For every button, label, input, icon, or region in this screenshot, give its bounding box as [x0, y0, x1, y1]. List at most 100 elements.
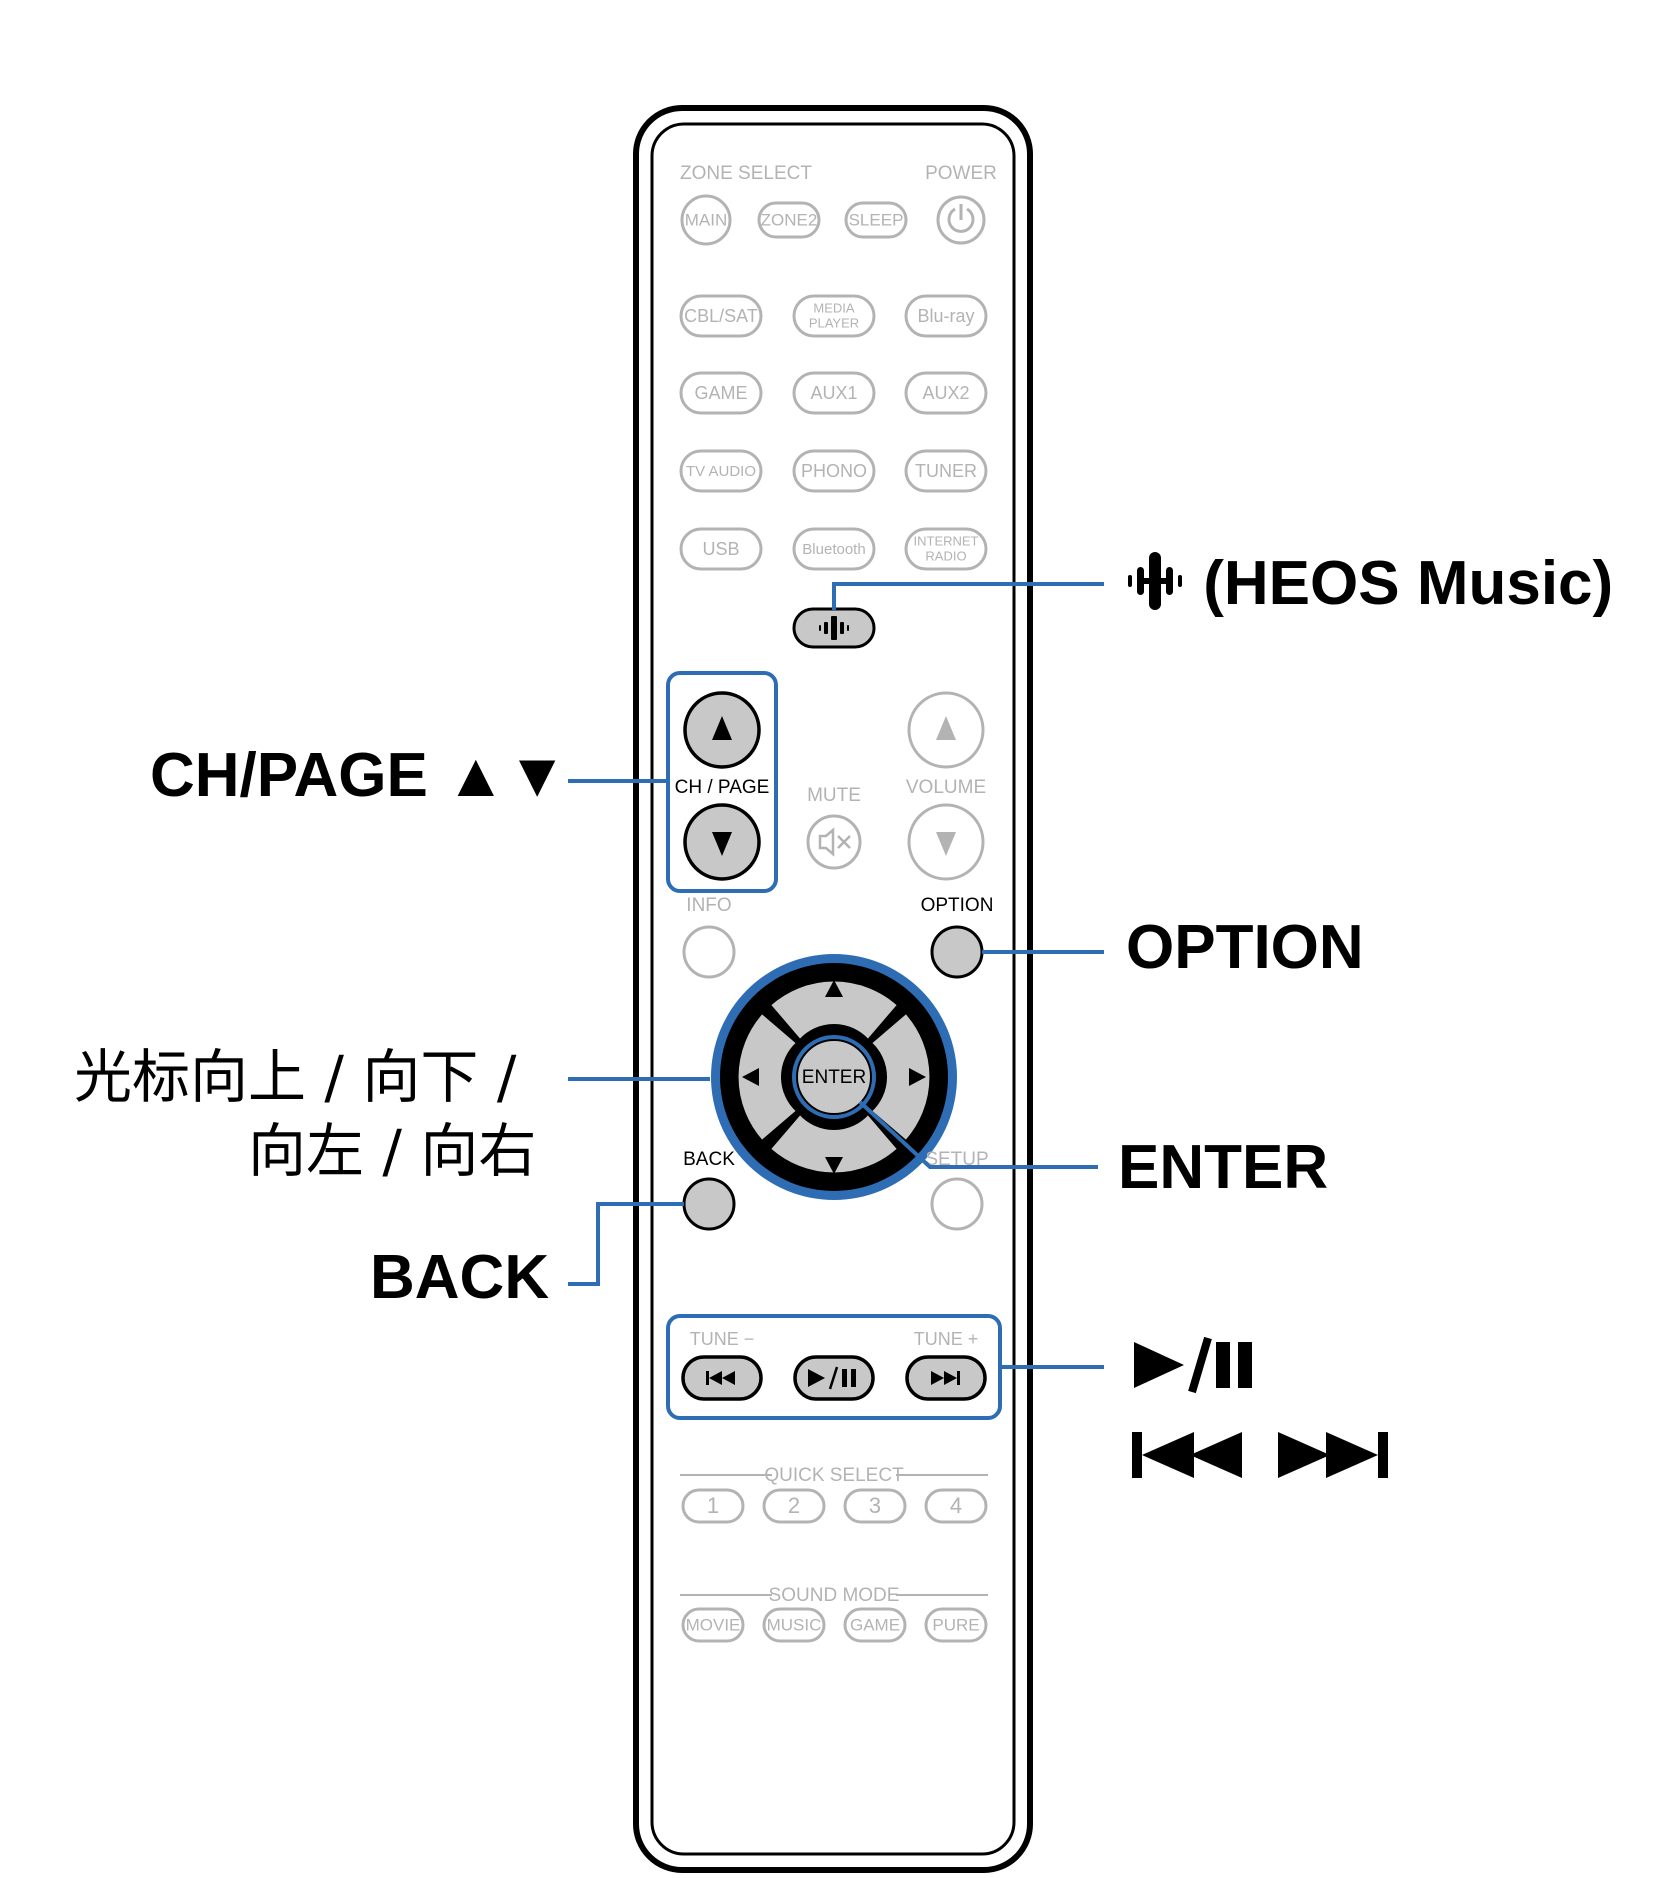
ch-page-up-icon [712, 716, 732, 740]
play-icon [808, 1369, 825, 1387]
source-button-label-bottom: PLAYER [809, 315, 859, 330]
heos-callout-icon [1124, 550, 1186, 612]
source-button[interactable] [792, 449, 876, 493]
enter-leader [858, 1100, 1098, 1169]
previous-icon [709, 1371, 722, 1385]
remote-body-inner [650, 122, 1016, 1856]
tune-plus-label: TUNE + [914, 1329, 979, 1349]
skip-callout: ◀◀ ▶▶ [1130, 1420, 1410, 1490]
quick-select-button-label: 1 [707, 1493, 719, 1518]
mute-x-icon [837, 835, 851, 849]
info-label: INFO [686, 895, 731, 916]
quick-select-button[interactable] [843, 1488, 907, 1524]
enter-button[interactable] [796, 1039, 872, 1115]
play-pause-callout: ▶/❚❚ [1130, 1330, 1270, 1400]
cursor-left-icon [742, 1068, 759, 1086]
zone-main-button[interactable] [680, 194, 732, 246]
info-button[interactable] [682, 925, 736, 979]
setup-label: SETUP [925, 1149, 988, 1170]
power-icon [947, 207, 975, 233]
power-label: POWER [925, 163, 997, 184]
setup-button[interactable] [930, 1177, 984, 1231]
back-callout: BACK [370, 1243, 550, 1312]
source-button[interactable] [904, 449, 988, 493]
source-button[interactable] [679, 527, 763, 571]
sound-mode-button[interactable] [681, 1607, 745, 1643]
quick-select-button[interactable] [681, 1488, 745, 1524]
quick-select-button[interactable] [924, 1488, 988, 1524]
zone-button-sleep[interactable] [844, 201, 908, 239]
source-button-label: AUX2 [922, 383, 969, 403]
pause-icon-bar-2 [851, 1369, 856, 1387]
source-button[interactable] [792, 527, 876, 571]
enter-label: ENTER [802, 1067, 866, 1088]
next-icon [931, 1371, 944, 1385]
source-button[interactable] [679, 371, 763, 415]
cursor-up-icon [825, 980, 843, 997]
zone-button-label: ZONE2 [761, 210, 818, 229]
sound-mode-button[interactable] [762, 1607, 826, 1643]
sound-mode-button-label: GAME [850, 1615, 900, 1634]
cursor-down-icon [825, 1157, 843, 1174]
source-button-label: AUX1 [810, 383, 857, 403]
cursor-right-icon [909, 1068, 926, 1086]
source-button[interactable] [679, 294, 763, 338]
tune-minus-label: TUNE − [690, 1329, 755, 1349]
source-button[interactable] [904, 371, 988, 415]
zone-button-label: SLEEP [849, 210, 904, 229]
next-icon-bar [957, 1371, 960, 1385]
zone-select-label: ZONE SELECT [680, 163, 812, 184]
sound-mode-button-label: MUSIC [767, 1615, 822, 1634]
source-button[interactable] [904, 294, 988, 338]
enter-callout: ENTER [1118, 1133, 1329, 1202]
back-leader [568, 1202, 684, 1286]
cursor-up-button[interactable] [768, 979, 900, 1042]
option-button[interactable] [930, 925, 984, 979]
source-button-label: Blu-ray [917, 306, 974, 326]
ch-page-callout: CH/PAGE ▲▼ [150, 741, 568, 810]
source-button[interactable] [679, 449, 763, 493]
cursor-left-button[interactable] [736, 1011, 799, 1143]
quick-select-button-label: 4 [950, 1493, 962, 1518]
callout-leader-lines [568, 582, 1104, 1369]
heos-icon [819, 616, 849, 640]
ch-page-label: CH / PAGE [675, 777, 770, 798]
play-pause-slash-icon [828, 1366, 839, 1390]
source-button-label: Bluetooth [802, 541, 865, 558]
heos-icon-bar [847, 625, 849, 631]
cursor-callout-line2: 向左 / 向右 [248, 1117, 537, 1185]
source-button-label: GAME [694, 383, 747, 403]
heos-icon-bar [824, 622, 828, 634]
mute-label: MUTE [807, 785, 861, 806]
zone-button-zone2[interactable] [757, 201, 821, 239]
source-button-label: CBL/SAT [684, 306, 758, 326]
source-button-label: USB [702, 539, 739, 559]
source-button-label: TV AUDIO [686, 463, 756, 480]
cursor-callout-line1: 光标向上 / 向下 / [74, 1043, 517, 1111]
sound-mode-button[interactable] [843, 1607, 907, 1643]
volume-down-icon [936, 832, 956, 856]
source-button[interactable] [792, 294, 876, 338]
volume-up-icon [936, 716, 956, 740]
source-button-label: PHONO [801, 461, 867, 481]
quick-select-button-label: 3 [869, 1493, 881, 1518]
volume-label: VOLUME [906, 777, 986, 798]
heos-icon-bar [819, 625, 821, 631]
source-button-label-bottom: RADIO [925, 548, 966, 563]
ch-page-down-icon [712, 832, 732, 856]
source-button[interactable] [792, 371, 876, 415]
cursor-right-button[interactable] [869, 1011, 932, 1143]
source-button-label-top: INTERNET [914, 533, 979, 548]
back-button[interactable] [682, 1177, 736, 1231]
next-icon-2 [944, 1371, 957, 1385]
quick-select-button[interactable] [762, 1488, 826, 1524]
option-callout: OPTION [1126, 913, 1364, 982]
pause-icon-bar-1 [842, 1369, 847, 1387]
source-button[interactable] [904, 527, 988, 571]
heos-leader [832, 582, 1104, 610]
cursor-down-button[interactable] [768, 1112, 900, 1175]
sound-mode-button[interactable] [924, 1607, 988, 1643]
sound-mode-button-label: PURE [932, 1615, 979, 1634]
